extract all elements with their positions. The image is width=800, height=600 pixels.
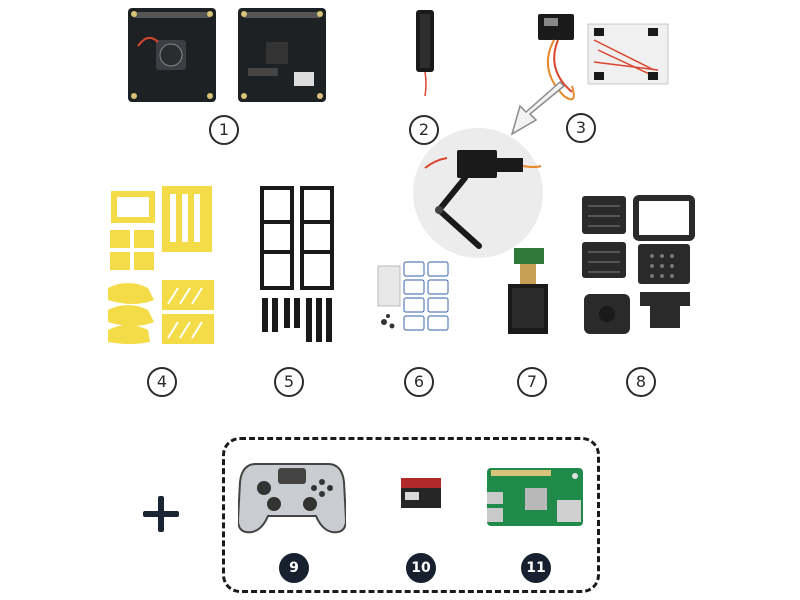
black-printed-parts bbox=[578, 192, 698, 342]
screw-packets bbox=[374, 256, 454, 336]
badge-3: 3 bbox=[566, 113, 596, 143]
cooling-fan bbox=[412, 8, 442, 98]
assembled-servo-leg bbox=[411, 126, 545, 260]
badge-2: 2 bbox=[409, 115, 439, 145]
servo-driver-boards bbox=[126, 6, 328, 108]
yellow-acrylic-parts bbox=[104, 184, 224, 346]
servo-and-cables bbox=[498, 10, 680, 110]
arrow-down-left-icon bbox=[508, 80, 574, 140]
badge-6: 6 bbox=[404, 367, 434, 397]
badge-1: 1 bbox=[209, 115, 239, 145]
optional-items-frame bbox=[222, 437, 600, 593]
badge-8: 8 bbox=[626, 367, 656, 397]
carbon-fiber-frames bbox=[254, 182, 344, 348]
badge-7: 7 bbox=[517, 367, 547, 397]
badge-5: 5 bbox=[274, 367, 304, 397]
badge-9: 9 bbox=[279, 553, 309, 583]
badge-10: 10 bbox=[406, 553, 436, 583]
badge-11: 11 bbox=[521, 553, 551, 583]
microsd-card bbox=[399, 476, 443, 510]
plus-icon bbox=[141, 494, 181, 534]
gamepad-controller bbox=[238, 458, 346, 536]
badge-4: 4 bbox=[147, 367, 177, 397]
raspberry-pi-board bbox=[485, 464, 585, 528]
lcd-screen bbox=[498, 244, 558, 338]
